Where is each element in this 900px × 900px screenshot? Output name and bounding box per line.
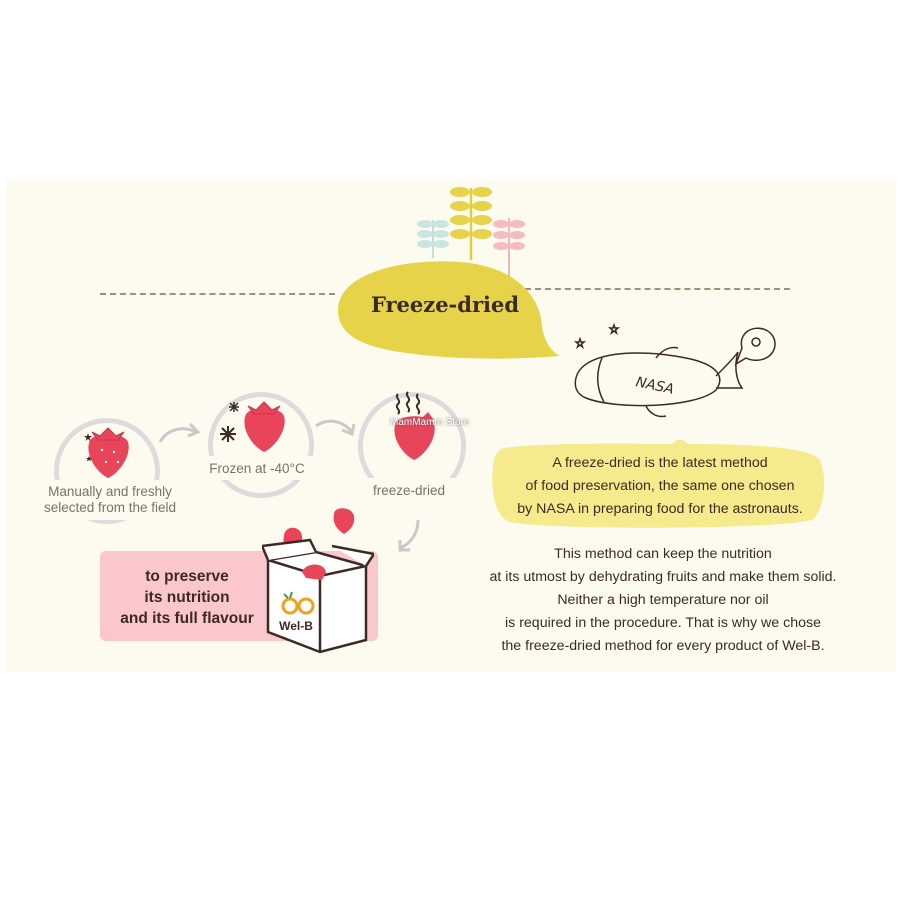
brand-logo-icon bbox=[281, 591, 315, 615]
steam-icon bbox=[395, 391, 421, 415]
tree-right bbox=[493, 218, 525, 278]
callout-text: to preserve its nutrition and its full f… bbox=[120, 568, 254, 627]
label-backing-2 bbox=[196, 456, 316, 480]
nasa-label: NASA bbox=[634, 374, 675, 398]
speech-bubble bbox=[492, 440, 825, 528]
arrow-down-icon bbox=[398, 519, 420, 552]
snowflake-icon bbox=[220, 426, 236, 442]
dried-strawberry-icon bbox=[394, 391, 435, 460]
step-circle-1 bbox=[54, 418, 160, 524]
tree-left bbox=[417, 220, 449, 258]
trees-illustration bbox=[417, 187, 525, 278]
page-title: Freeze-dried bbox=[370, 292, 520, 317]
brand-label: Wel-B bbox=[279, 619, 313, 633]
title-leaf-shape bbox=[338, 261, 560, 359]
step-circle-2 bbox=[208, 392, 314, 498]
label-backing-3 bbox=[360, 478, 456, 500]
frozen-strawberry-icon bbox=[220, 401, 285, 452]
dashed-line-right bbox=[525, 288, 790, 290]
label-backing-1 bbox=[30, 480, 190, 520]
step-label-2: Frozen at -40°C bbox=[209, 461, 305, 476]
description-text: This method can keep the nutrition at it… bbox=[489, 546, 837, 654]
strawberry-icon bbox=[84, 427, 129, 478]
step-label-3: freeze-dried bbox=[372, 483, 446, 498]
nasa-rocket-illustration: NASA bbox=[573, 322, 776, 418]
dashed-line-left bbox=[100, 293, 335, 295]
product-box-illustration: Wel-B bbox=[262, 508, 374, 654]
tree-middle bbox=[450, 187, 492, 260]
bubble-text: A freeze-dried is the latest method of f… bbox=[517, 455, 803, 517]
arrow-icon bbox=[158, 422, 201, 443]
arrow-icon bbox=[315, 419, 356, 437]
watermark: MamMamm Store bbox=[390, 417, 470, 428]
small-snowflake-icon bbox=[229, 402, 239, 412]
